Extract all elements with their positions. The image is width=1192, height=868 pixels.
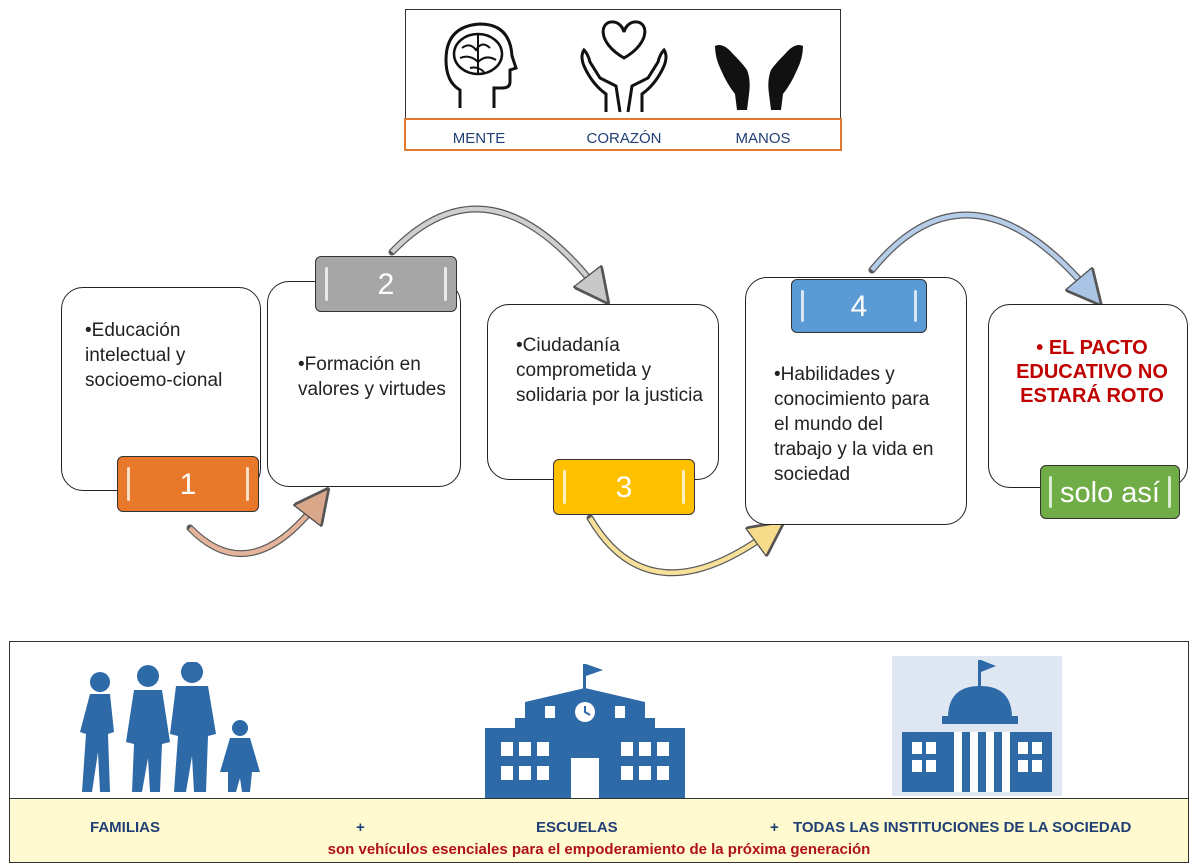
labels-strip	[404, 118, 842, 151]
step-1-number: 1	[179, 468, 197, 501]
plus-sign-2: +	[770, 819, 779, 836]
label-mente: MENTE	[452, 130, 506, 147]
step-3-number-tab: 3	[553, 459, 695, 515]
step-4-text: •Habilidades y conocimiento para el mund…	[774, 364, 934, 485]
step-1-number-tab: 1	[117, 456, 259, 512]
arrow-3-to-4	[586, 514, 774, 577]
step-2-box	[267, 281, 461, 487]
process-arrows	[186, 205, 1192, 577]
step-4-number: 4	[850, 290, 868, 323]
label-corazon: CORAZÓN	[586, 130, 662, 147]
step-2-number-tab: 2	[315, 256, 457, 312]
step-3-number: 3	[615, 471, 633, 504]
society-panel: FAMILIAS + ESCUELAS + TODAS LAS INSTITUC…	[9, 641, 1189, 863]
solo-asi-label: solo así	[1060, 477, 1160, 509]
step-1-text: •Educación intelectual y socioemo-cional	[85, 320, 223, 391]
bottom-strip	[10, 798, 1188, 862]
label-manos: MANOS	[735, 130, 791, 147]
mind-heart-hands-panel: MENTE CORAZÓN MANOS	[404, 9, 842, 151]
solo-asi-tab: solo así	[1040, 465, 1180, 519]
tagline: son vehículos esenciales para el empoder…	[327, 841, 871, 858]
heart-hands-icon	[580, 20, 668, 113]
final-box-text: • EL PACTO EDUCATIVO NO ESTARÁ ROTO	[1016, 337, 1168, 407]
family-icon	[80, 662, 260, 792]
brain-head-icon	[444, 22, 518, 108]
label-instituciones: TODAS LAS INSTITUCIONES DE LA SOCIEDAD	[793, 819, 1132, 836]
school-icon	[485, 664, 685, 802]
step-4-number-tab: 4	[791, 279, 927, 333]
plus-sign-1: +	[356, 819, 365, 836]
label-escuelas: ESCUELAS	[536, 819, 618, 836]
step-3-text: •Ciudadanía comprometida y solidaria por…	[516, 335, 703, 406]
step-2-text: •Formación en valores y virtudes	[298, 354, 446, 400]
hands-icon	[715, 45, 803, 110]
step-3-box	[487, 304, 719, 480]
institution-icon	[892, 656, 1062, 796]
step-2-number: 2	[377, 268, 395, 301]
label-familias: FAMILIAS	[90, 819, 160, 836]
final-box	[988, 304, 1188, 488]
